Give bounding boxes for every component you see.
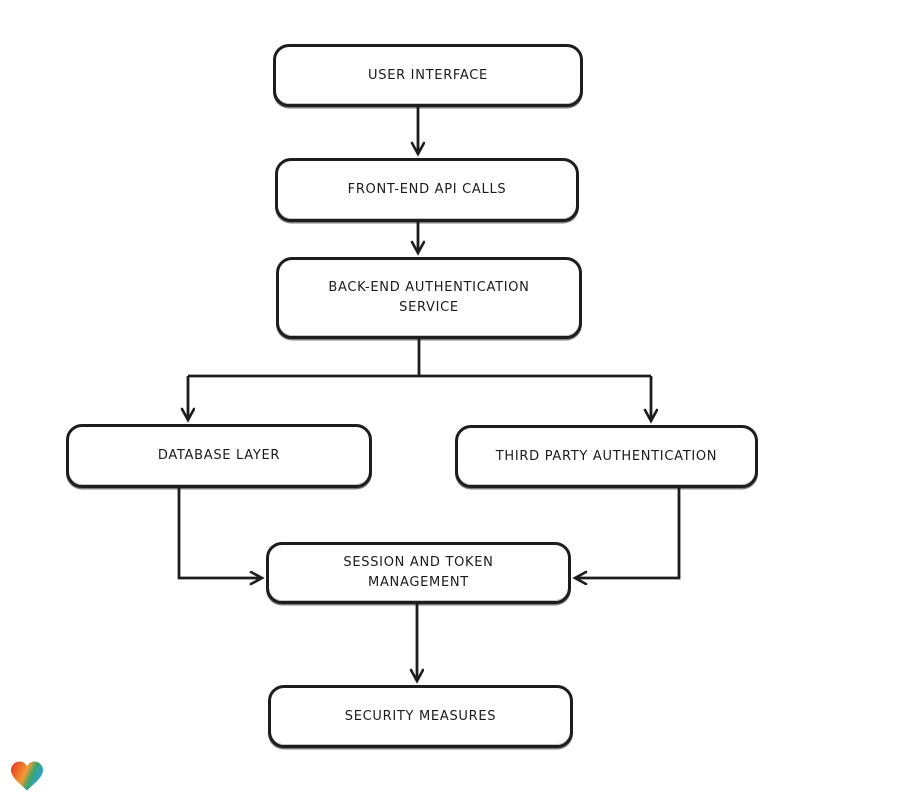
node-third-party-authentication-label: THIRD PARTY AUTHENTICATION [495, 448, 718, 464]
node-database-layer-label: DATABASE LAYER [157, 448, 281, 463]
node-database-layer[interactable]: DATABASE LAYER [66, 424, 372, 488]
node-front-end-api-calls[interactable]: FRONT-END API CALLS [275, 158, 579, 222]
node-session-and-token-management[interactable]: SESSION AND TOKEN MANAGEMENT [266, 542, 571, 604]
node-front-end-api-calls-label: FRONT-END API CALLS [347, 182, 507, 197]
node-back-end-authentication-service-label: BACK-END AUTHENTICATION SERVICE [328, 280, 530, 315]
edge-thirdparty-to-session [575, 488, 681, 578]
node-user-interface[interactable]: USER INTERFACE [273, 44, 583, 107]
node-security-measures-label: SECURITY MEASURES [344, 708, 497, 724]
gradient-heart-logo[interactable] [11, 761, 43, 792]
node-user-interface-label: USER INTERFACE [368, 67, 488, 83]
edge-database-to-session [177, 488, 262, 578]
heart-icon [11, 761, 43, 791]
node-session-and-token-management-label: SESSION AND TOKEN MANAGEMENT [343, 555, 494, 590]
node-security-measures[interactable]: SECURITY MEASURES [268, 685, 573, 748]
node-back-end-authentication-service[interactable]: BACK-END AUTHENTICATION SERVICE [276, 257, 582, 339]
node-third-party-authentication[interactable]: THIRD PARTY AUTHENTICATION [455, 425, 758, 488]
